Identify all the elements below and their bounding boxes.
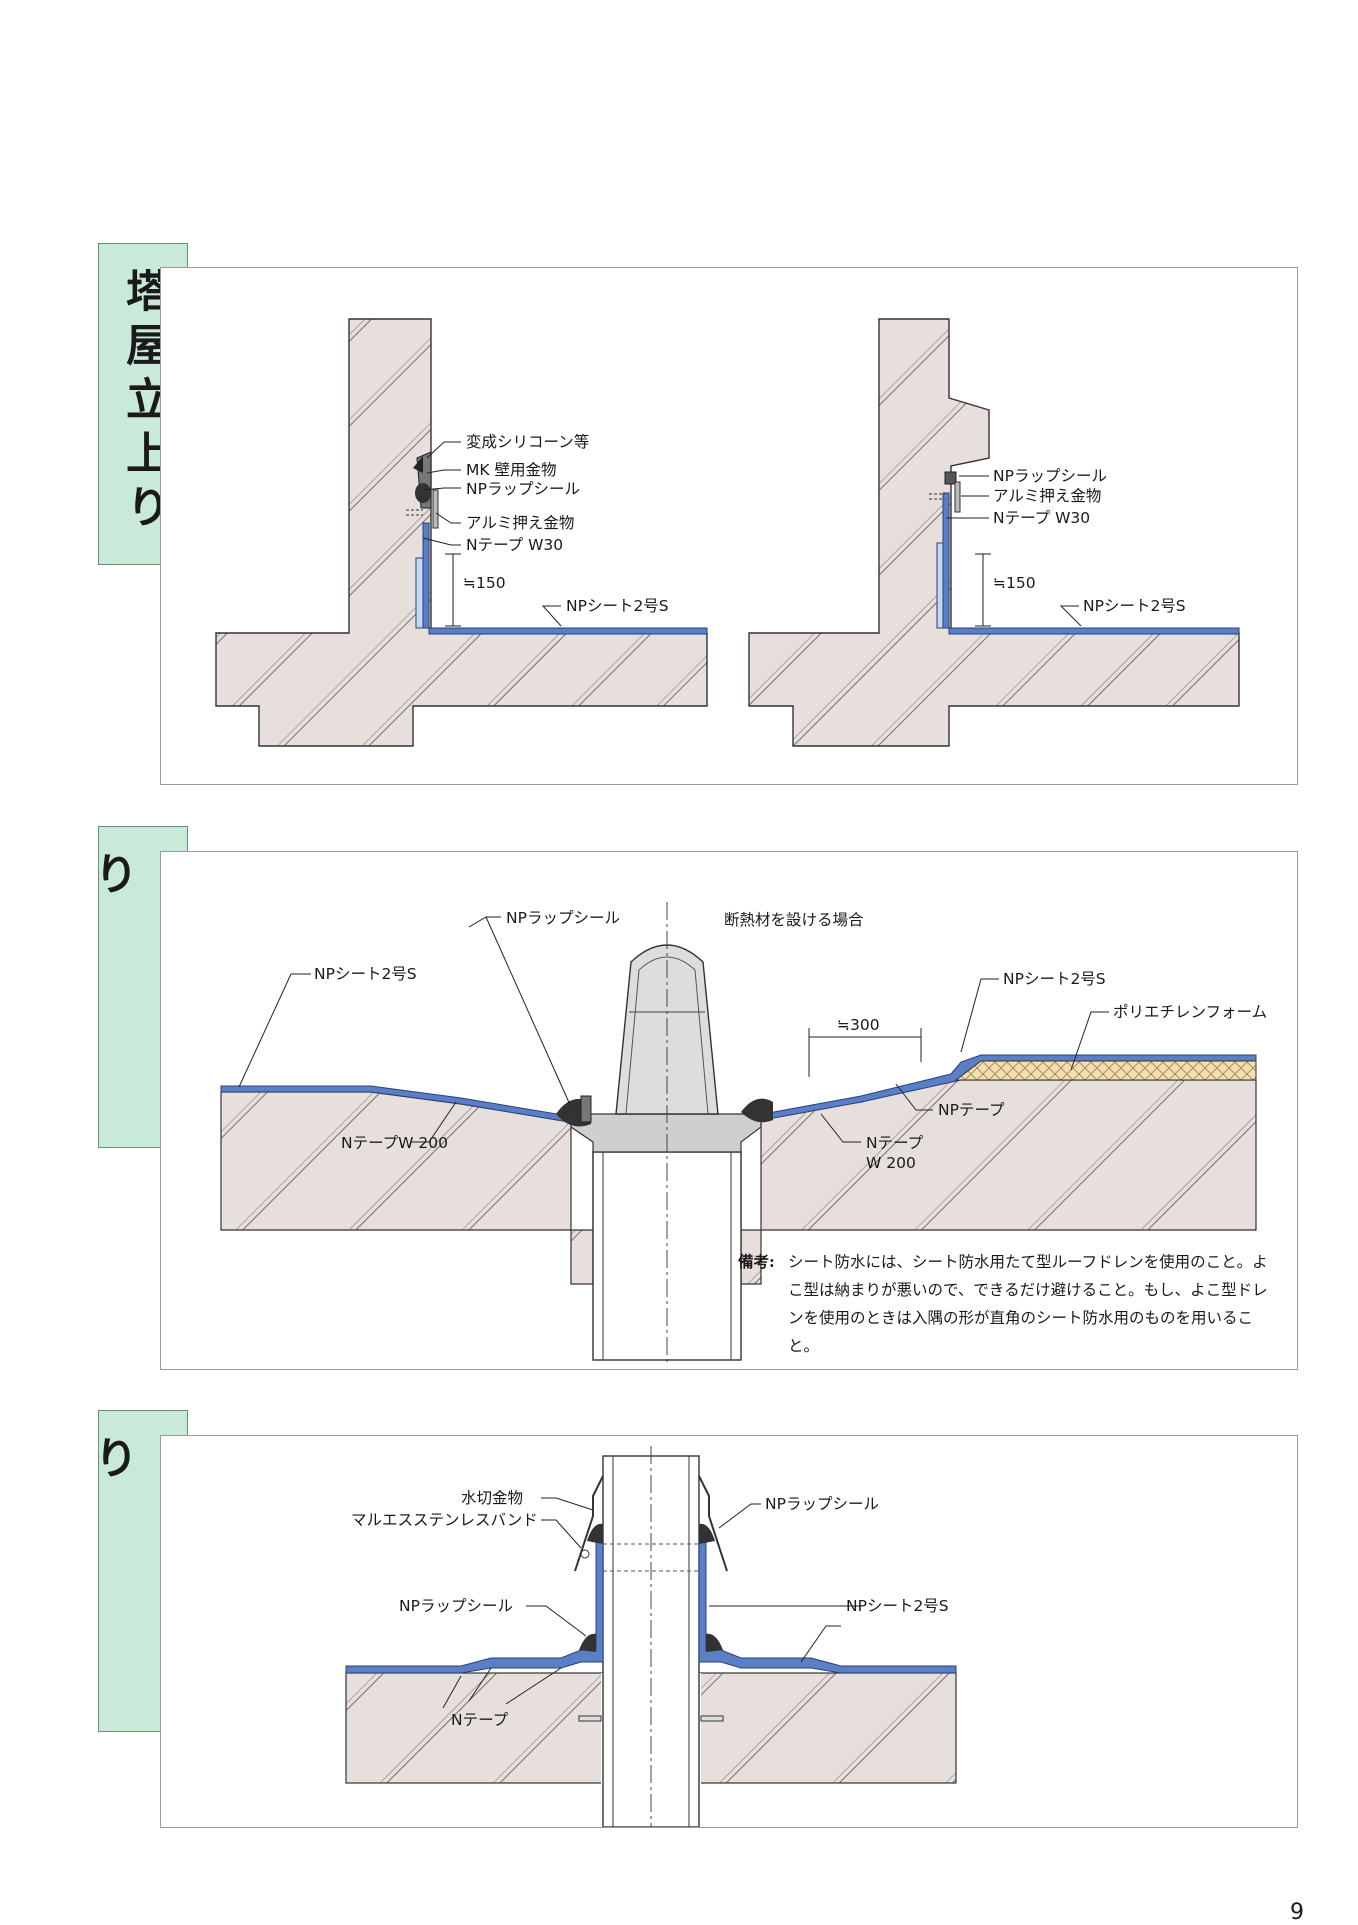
drain-diagram: NPラップシール NPシート2号S 断熱材を設ける場合 NPシート2号S ポリエ… xyxy=(220,902,1267,1362)
page-number: 9 xyxy=(1290,1900,1304,1925)
alumi-bar-right xyxy=(954,481,961,513)
drain-insulation-foam xyxy=(954,1060,1257,1081)
label-drain-sheet-right: NPシート2号S xyxy=(1003,970,1106,988)
parapet-diagrams: 変成シリコーン等 MK 壁用金物 NPラップシール アルミ押え金物 Nテープ W… xyxy=(215,318,1240,747)
label-pipe-wrap-top: NPラップシール xyxy=(765,1495,879,1513)
label-drain-wrap: NPラップシール xyxy=(506,909,620,927)
label-sheet-left: NPシート2号S xyxy=(566,597,669,615)
wrap-seal-right xyxy=(944,471,957,485)
label-sheet-right: NPシート2号S xyxy=(1083,597,1186,615)
flashing-metal-right xyxy=(698,1475,728,1572)
label-sealant: 変成シリコーン等 xyxy=(466,433,589,451)
panel-drain: NPラップシール NPシート2号S 断熱材を設ける場合 NPシート2号S ポリエ… xyxy=(160,851,1298,1370)
label-mk-metal: MK 壁用金物 xyxy=(466,461,556,479)
pipe-wrap-seal-top-left xyxy=(587,1523,603,1544)
wrap-seal-left xyxy=(415,483,431,503)
flashing-metal-left xyxy=(574,1475,604,1572)
alumi-bar-left xyxy=(432,489,439,529)
panel-parapet: 変成シリコーン等 MK 壁用金物 NPラップシール アルミ押え金物 Nテープ W… xyxy=(160,267,1298,785)
label-pipe-wrap-left: NPラップシール xyxy=(399,1597,513,1615)
concrete-slab-right xyxy=(748,318,1240,747)
pipe-wrap-seal-top-right xyxy=(699,1523,715,1544)
label-drain-case: 断熱材を設ける場合 xyxy=(724,911,864,929)
label-drain-sheet-left: NPシート2号S xyxy=(314,965,417,983)
label-alumi-right: アルミ押え金物 xyxy=(993,487,1101,505)
pipe-diagram: 水切金物 マルエスステンレスバンド NPラップシール NPラップシール NPシー… xyxy=(345,1446,957,1828)
label-pipe-band: マルエスステンレスバンド xyxy=(351,1511,538,1529)
label-alumi-left: アルミ押え金物 xyxy=(466,514,574,532)
drain-note-head: 備考: xyxy=(738,1252,775,1271)
label-drain-tape-left: NテープW 200 xyxy=(341,1134,448,1152)
label-drain-tape-right-1: Nテープ xyxy=(866,1134,924,1152)
n-tape-right xyxy=(936,542,944,629)
n-tape-left xyxy=(415,557,424,629)
np-sheet-left xyxy=(422,522,708,635)
stainless-band-icon xyxy=(580,1549,590,1559)
label-drain-dim: ≒300 xyxy=(837,1016,880,1034)
label-pipe-sheet: NPシート2号S xyxy=(846,1597,949,1615)
drain-note: 備考: シート防水には、シート防水用たて型ルーフドレンを使用のこと。よこ型は納ま… xyxy=(738,1248,1268,1360)
panel-pipe: 水切金物 マルエスステンレスバンド NPラップシール NPラップシール NPシー… xyxy=(160,1435,1298,1828)
pipe-wrap-seal-bottom-left xyxy=(579,1633,596,1652)
pipe-wrap-seal-bottom-right xyxy=(706,1633,723,1652)
label-drain-foam: ポリエチレンフォーム xyxy=(1113,1003,1267,1021)
label-wrap-seal-right: NPラップシール xyxy=(993,467,1107,485)
label-tape-right: Nテープ W30 xyxy=(993,509,1090,527)
drain-note-body: シート防水には、シート防水用たて型ルーフドレンを使用のこと。よこ型は納まりが悪い… xyxy=(788,1253,1268,1355)
drain-wrap-seal-right xyxy=(741,1098,773,1123)
sealant-left xyxy=(413,456,423,473)
concrete-slab-left xyxy=(215,318,708,747)
parapet-right-diagram: NPラップシール アルミ押え金物 Nテープ W30 ≒150 NPシート2号S xyxy=(748,318,1240,747)
drain-sheet-right xyxy=(762,1054,1257,1121)
label-drain-np-tape: NPテープ xyxy=(938,1101,1005,1119)
label-dim-left: ≒150 xyxy=(463,574,506,592)
drain-body xyxy=(570,1113,762,1153)
label-drain-tape-right-2: W 200 xyxy=(866,1154,916,1172)
label-pipe-flashing: 水切金物 xyxy=(461,1489,523,1507)
parapet-left-diagram: 変成シリコーン等 MK 壁用金物 NPラップシール アルミ押え金物 Nテープ W… xyxy=(215,318,708,747)
label-wrap-seal-left: NPラップシール xyxy=(466,480,580,498)
label-dim-right: ≒150 xyxy=(993,574,1036,592)
label-pipe-tape: Nテープ xyxy=(451,1711,509,1729)
np-sheet-right xyxy=(942,492,1240,635)
label-tape-left: Nテープ W30 xyxy=(466,536,563,554)
